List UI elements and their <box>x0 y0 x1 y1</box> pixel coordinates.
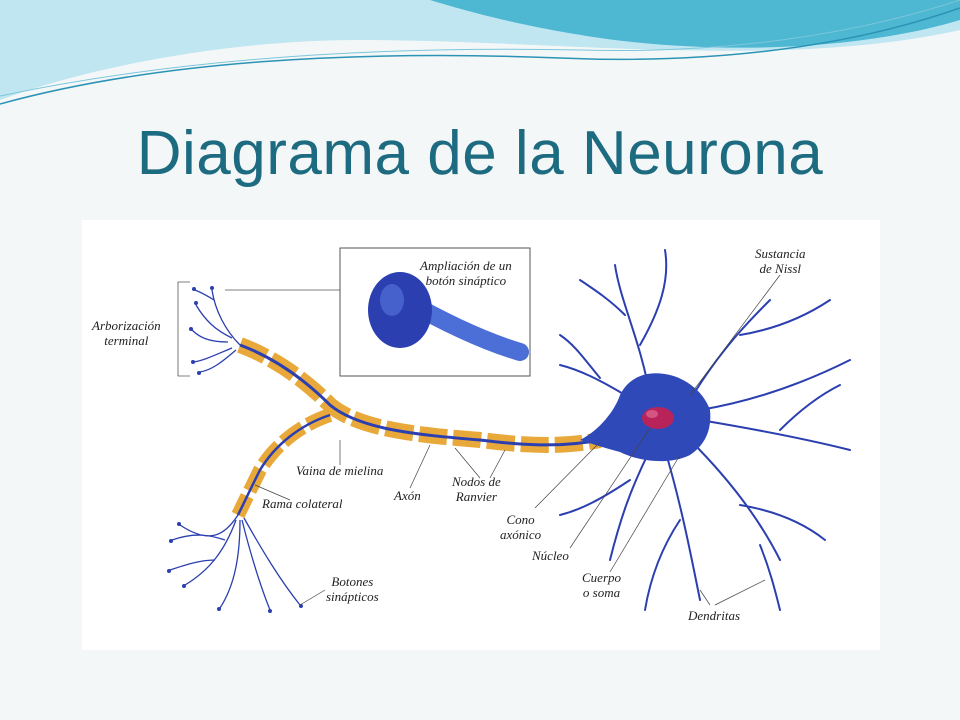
label-ampliacion: Ampliación de un botón sináptico <box>420 258 512 288</box>
axon-core-collateral <box>236 413 331 516</box>
label-vaina-mielina: Vaina de mielina <box>296 463 384 478</box>
arborizacion-terminal <box>191 289 241 373</box>
header-wave-line-1 <box>0 7 960 105</box>
label-arborizacion-line1: Arborización <box>92 318 161 333</box>
label-sustancia-nissl: Sustancia de Nissl <box>755 246 806 276</box>
label-nodos-line1: Nodos de <box>452 474 501 489</box>
leader-nodos-1 <box>454 447 481 479</box>
synaptic-zoom-box <box>225 247 531 377</box>
arborizacion-colateral <box>169 514 301 611</box>
axon-core-main <box>239 343 601 447</box>
label-arborizacion-line2: terminal <box>104 333 149 348</box>
arborizacion-dots <box>189 286 214 375</box>
leader-cuerpo <box>609 454 681 573</box>
label-rama-colateral: Rama colateral <box>262 496 343 511</box>
nucleus-highlight <box>646 410 658 418</box>
label-cuerpo-soma: Cuerpo o soma <box>582 570 621 600</box>
leader-lines <box>254 274 781 606</box>
header-wave-line-2 <box>0 0 960 97</box>
label-botones-sinapticos: Botones sinápticos <box>326 574 379 604</box>
leader-axon <box>409 444 431 489</box>
leader-rama <box>254 484 291 501</box>
label-nucleo: Núcleo <box>532 548 569 563</box>
arborizacion-bracket <box>177 281 190 377</box>
leader-dendritas-2 <box>714 579 766 606</box>
leader-dendritas-1 <box>699 589 711 606</box>
label-nodos-ranvier: Nodos de Ranvier <box>452 474 501 504</box>
label-botones-line2: sinápticos <box>326 589 379 604</box>
leader-botones <box>299 589 326 606</box>
label-ampliacion-line1: Ampliación de un <box>420 258 512 273</box>
leader-cono <box>534 441 601 509</box>
label-sustancia-line1: Sustancia <box>755 246 806 261</box>
label-cono-line1: Cono <box>506 512 535 527</box>
label-cuerpo-line2: o soma <box>582 585 621 600</box>
label-axon: Axón <box>394 488 421 503</box>
header-waves <box>0 0 960 105</box>
botones-sinapticos-dots <box>167 522 303 613</box>
label-botones-line1: Botones <box>331 574 374 589</box>
label-nodos-line2: Ranvier <box>455 489 497 504</box>
synaptic-button-highlight <box>380 284 404 316</box>
leader-sustancia <box>689 274 781 396</box>
label-cono-axonico: Cono axónico <box>500 512 541 542</box>
label-dendritas: Dendritas <box>688 608 740 623</box>
label-arborizacion: Arborización terminal <box>92 318 161 348</box>
leader-nucleo <box>569 427 651 549</box>
header-wave-dark <box>430 0 960 48</box>
label-cono-line2: axónico <box>500 527 542 542</box>
slide-title: Diagrama de la Neurona <box>136 119 824 188</box>
leader-nodos-2 <box>489 449 506 479</box>
label-cuerpo-line1: Cuerpo <box>582 570 621 585</box>
label-ampliacion-line2: botón sináptico <box>425 273 507 288</box>
nucleus <box>642 407 674 429</box>
axon <box>231 337 602 519</box>
label-sustancia-line2: de Nissl <box>759 261 802 276</box>
dendrites <box>559 249 851 611</box>
